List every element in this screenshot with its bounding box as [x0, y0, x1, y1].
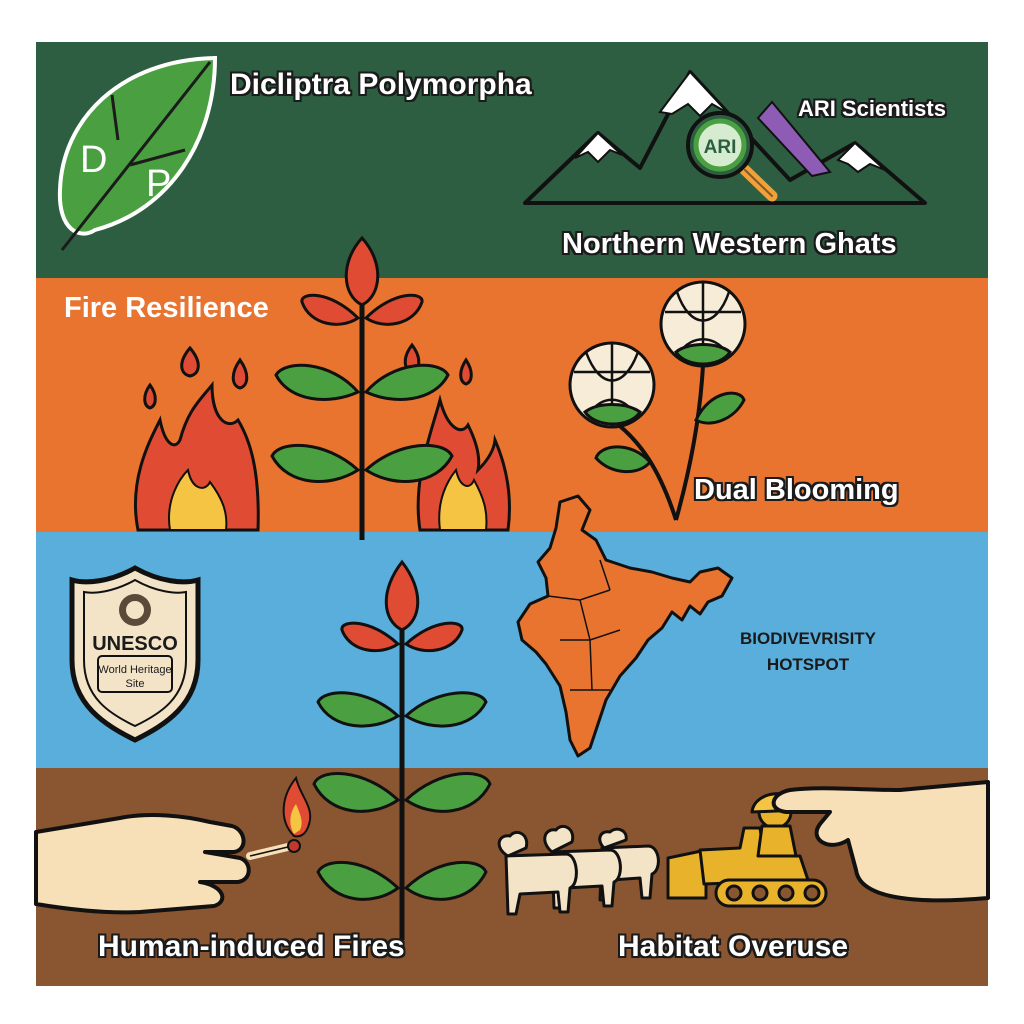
match-icon [246, 775, 312, 860]
badge-subtitle-1: World Heritage [98, 664, 171, 676]
hotspot-line-1: BIODIVEVRISITY [740, 629, 877, 648]
scientists-label: ARI Scientists [798, 96, 946, 121]
cattle-icon [497, 825, 660, 916]
habitat-overuse-label: Habitat Overuse [618, 930, 849, 963]
magnifier-icon: ARI [686, 111, 778, 202]
plant-icon [270, 235, 454, 540]
india-map-icon [516, 494, 734, 758]
fire-resilience-label: Fire Resilience [64, 292, 269, 324]
flower-icon [568, 280, 747, 521]
shield-badge-icon: UNESCO World Heritage Site [69, 565, 201, 743]
hotspot-line-2: HOTSPOT [766, 655, 850, 674]
leaf-letter-p: P [146, 163, 171, 205]
hand-icon [34, 813, 251, 915]
page-title: Dicliptra Polymorpha [230, 68, 532, 101]
plant-icon-2 [312, 559, 492, 940]
leaf-icon: D P [57, 55, 218, 251]
leaf-letter-d: D [80, 139, 107, 181]
region-label: Northern Western Ghats [562, 228, 897, 260]
badge-subtitle-2: Site [126, 678, 145, 690]
dual-blooming-label: Dual Blooming [694, 474, 899, 506]
human-fires-label: Human-induced Fires [98, 930, 405, 963]
flame-icon [133, 380, 511, 532]
hand-icon-right [771, 780, 990, 903]
magnifier-label: ARI [704, 137, 737, 158]
hotspot-label: BIODIVEVRISITY HOTSPOT [740, 626, 876, 678]
badge-title: UNESCO [92, 633, 178, 655]
